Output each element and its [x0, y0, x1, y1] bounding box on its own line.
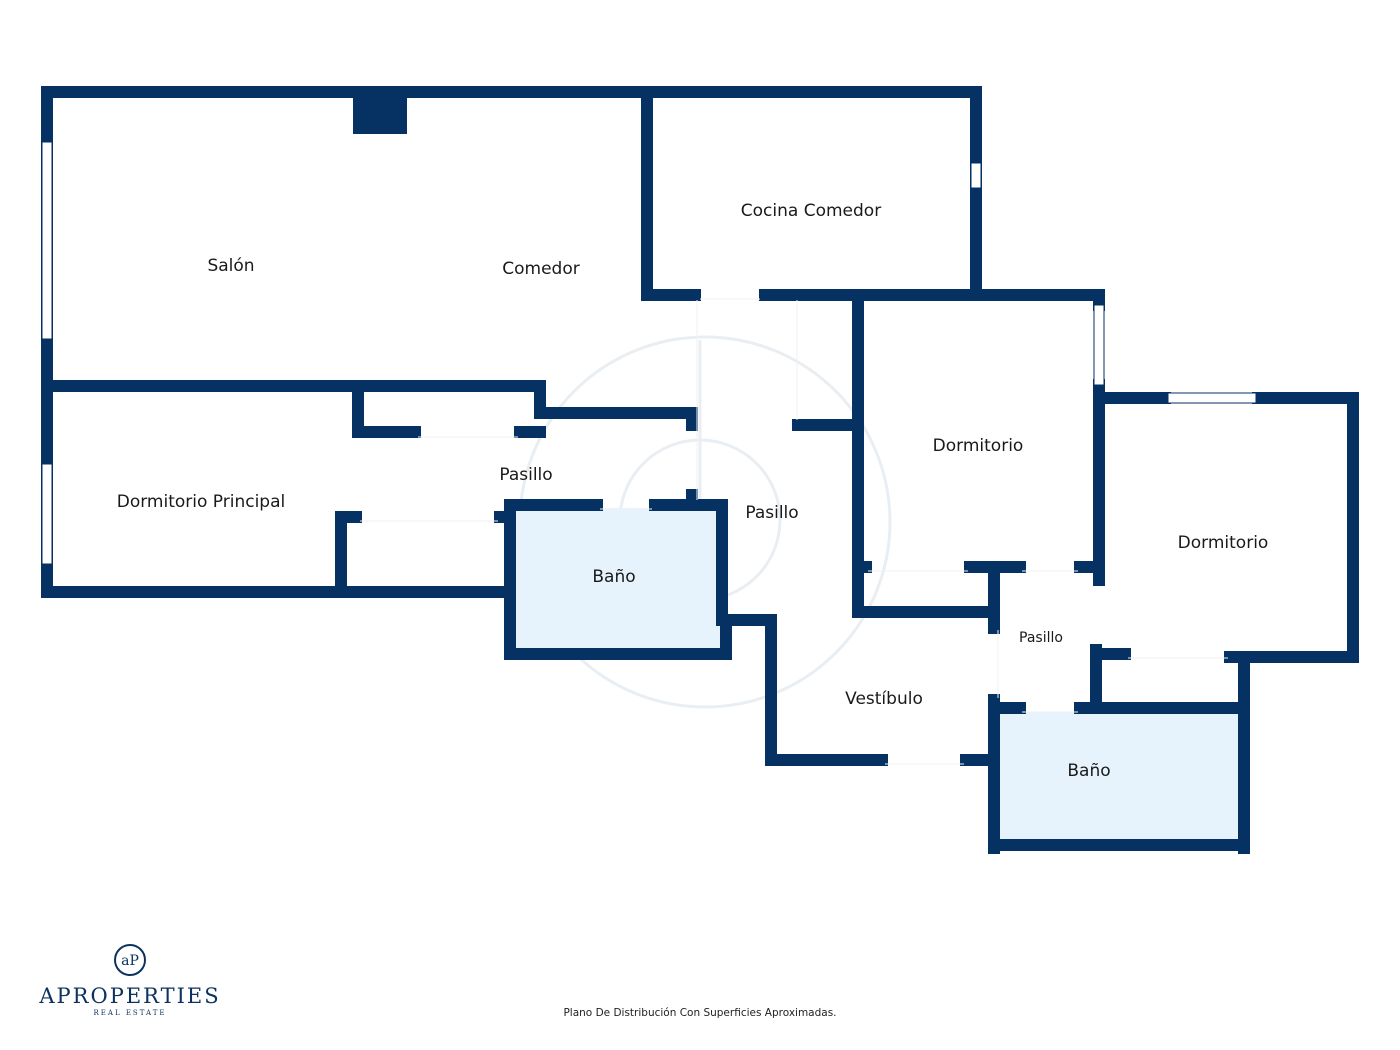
window-salon: [41, 141, 53, 340]
room-label-pasillo-2: Pasillo: [745, 503, 798, 523]
fireplace-block: [353, 92, 407, 134]
room-label-vestibulo: Vestíbulo: [845, 689, 923, 709]
room-label-dormitorio-principal: Dormitorio Principal: [117, 492, 286, 512]
room-label-bano-2: Baño: [1067, 761, 1110, 781]
brand-monogram: aP: [121, 953, 139, 969]
room-label-cocina-comedor: Cocina Comedor: [741, 201, 881, 221]
window-dormitorio-2: [1167, 392, 1257, 404]
bathroom-1-floor: [510, 508, 721, 651]
door-openings: [360, 298, 1228, 765]
window-dormitorio-principal: [41, 463, 53, 565]
walls: [41, 86, 1359, 854]
room-label-pasillo-1: Pasillo: [499, 465, 552, 485]
bathroom-2-floor: [998, 712, 1241, 845]
room-label-bano-1: Baño: [592, 567, 635, 587]
brand-tagline: REAL ESTATE: [93, 1009, 167, 1017]
plan-footnote: Plano De Distribución Con Superficies Ap…: [563, 1007, 837, 1019]
room-label-dormitorio-1: Dormitorio: [933, 436, 1024, 456]
window-cocina: [970, 162, 982, 189]
room-label-pasillo-3: Pasillo: [1019, 630, 1063, 646]
brand-name: APROPERTIES: [39, 984, 221, 1008]
brand-monogram-icon: aP: [114, 944, 146, 976]
room-label-comedor: Comedor: [502, 259, 579, 279]
room-label-dormitorio-2: Dormitorio: [1178, 533, 1269, 553]
windows: [41, 141, 1257, 565]
room-labels: Salón Comedor Cocina Comedor Dormitorio …: [117, 201, 1269, 781]
room-label-salon: Salón: [207, 256, 254, 276]
window-dormitorio-1: [1093, 304, 1105, 386]
brand-logo: aP APROPERTIES REAL ESTATE: [30, 942, 230, 1017]
